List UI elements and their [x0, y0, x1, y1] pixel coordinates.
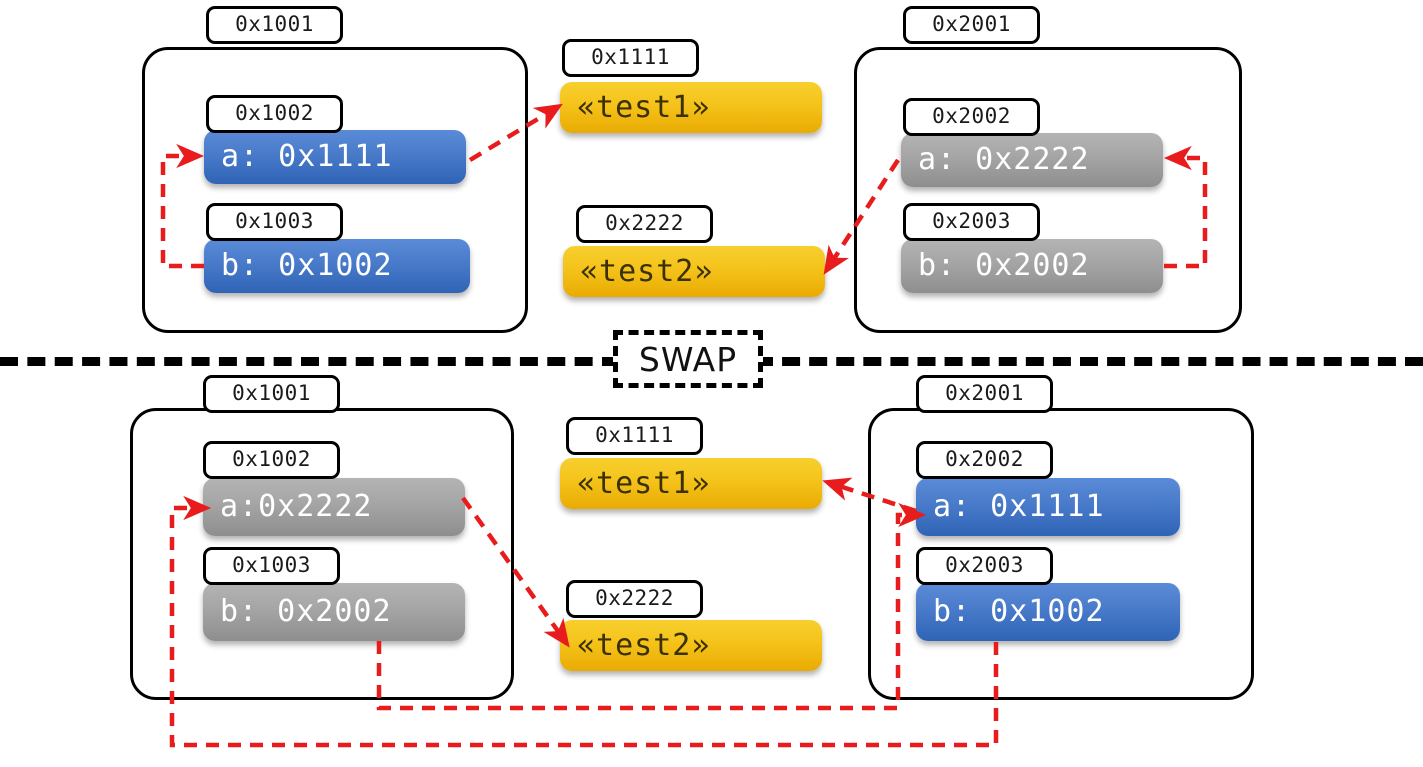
before-right-slot-0-value: a: 0x2222 [901, 133, 1163, 187]
before-left-slot-1-value: b: 0x1002 [204, 239, 470, 293]
after-left-slot-1-value: b: 0x2002 [203, 583, 465, 641]
after-heap-1-value: «test2» [560, 620, 822, 671]
before-right-slot-0-address: 0x2002 [903, 98, 1040, 136]
before-heap-1-address: 0x2222 [576, 205, 713, 243]
before-left-slot-0-value: a: 0x1111 [204, 130, 466, 184]
after-right-slot-0-value: a: 0x1111 [916, 478, 1180, 536]
before-heap-0-address: 0x1111 [562, 39, 699, 77]
swap-label: SWAP [613, 330, 763, 388]
after-heap-1-address: 0x2222 [566, 580, 703, 618]
after-left-slot-0-value: a:0x2222 [203, 478, 465, 536]
after-left-frame-address: 0x1001 [203, 375, 340, 413]
before-left-frame-address: 0x1001 [206, 6, 343, 44]
after-right-slot-0-address: 0x2002 [916, 441, 1053, 479]
after-heap-0-address: 0x1111 [566, 417, 703, 455]
before-left-slot-1-address: 0x1003 [206, 203, 343, 241]
before-heap-1-value: «test2» [563, 246, 825, 297]
before-right-frame-address: 0x2001 [903, 6, 1040, 44]
before-right-slot-1-address: 0x2003 [903, 203, 1040, 241]
after-left-slot-1-address: 0x1003 [203, 547, 340, 585]
swap-divider-left [0, 357, 620, 366]
after-heap-0-value: «test1» [560, 458, 822, 509]
before-heap-0-value: «test1» [560, 82, 822, 133]
after-right-slot-1-address: 0x2003 [916, 547, 1053, 585]
after-right-frame-address: 0x2001 [916, 375, 1053, 413]
after-right-slot-1-value: b: 0x1002 [916, 583, 1180, 641]
before-right-slot-1-value: b: 0x2002 [901, 239, 1163, 293]
before-left-slot-0-address: 0x1002 [206, 95, 343, 133]
after-left-slot-0-address: 0x1002 [203, 441, 340, 479]
swap-divider-right [755, 357, 1423, 366]
